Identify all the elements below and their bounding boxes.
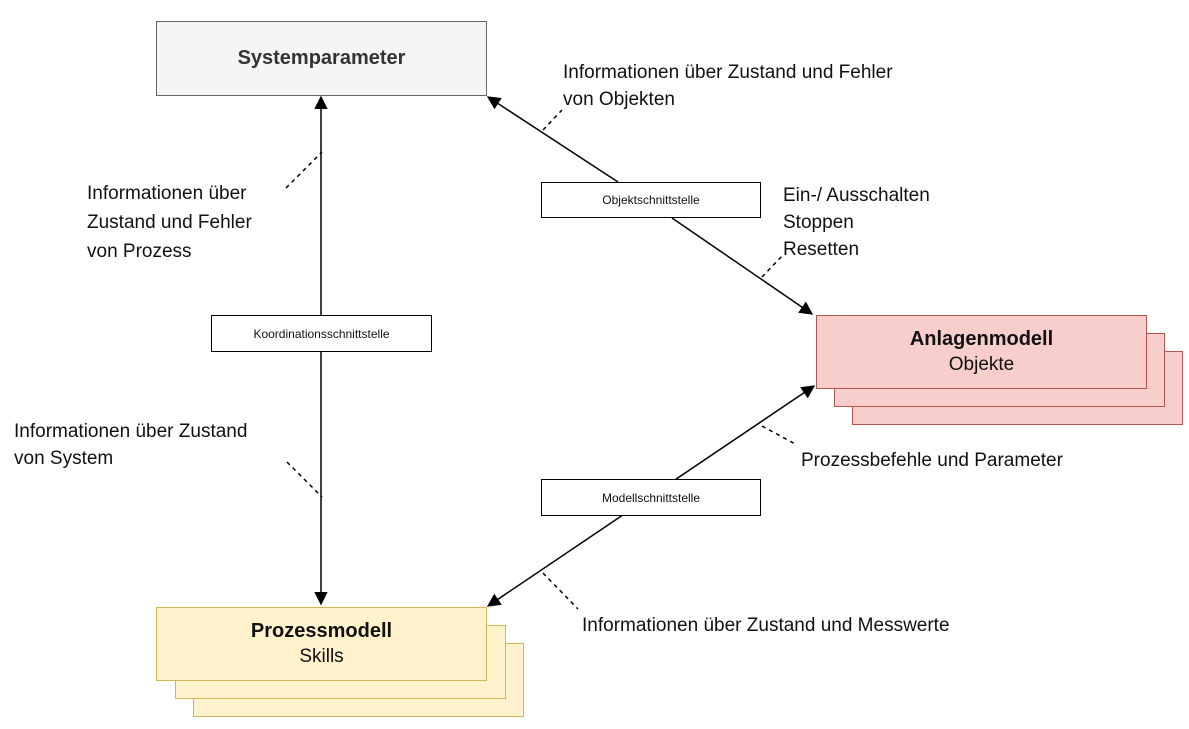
- leader-objekt-info: [542, 109, 563, 131]
- note-commands: Ein-/ Ausschalten Stoppen Resetten: [783, 185, 930, 260]
- leader-prozess-info: [285, 151, 323, 189]
- note-messwerte: Informationen über Zustand und Messwerte: [582, 615, 950, 636]
- systemparameter-box: Systemparameter: [156, 21, 487, 96]
- koordinationsschnittstelle-label: Koordinationsschnittstelle: [211, 315, 432, 352]
- leader-befehle: [761, 425, 798, 446]
- objekt-arrow-down: [671, 217, 814, 315]
- objektschnittstelle-label: Objektschnittstelle: [541, 182, 761, 218]
- note-system-info: Informationen über Zustand von System: [14, 421, 248, 469]
- systemparameter-title: Systemparameter: [237, 47, 406, 69]
- note-prozess-info: Informationen über Zustand und Fehler vo…: [87, 183, 252, 262]
- prozessmodell-box: Prozessmodell Skills: [156, 607, 487, 681]
- leader-system-info: [286, 461, 323, 498]
- prozessmodell-title: Prozessmodell: [250, 620, 393, 642]
- leader-commands: [761, 255, 783, 278]
- anlagenmodell-box: Anlagenmodell Objekte: [816, 315, 1147, 389]
- note-befehle: Prozessbefehle und Parameter: [801, 450, 1063, 471]
- objekt-arrow-up: [486, 96, 619, 183]
- note-objekt-info: Informationen über Zustand und Fehler vo…: [563, 62, 893, 110]
- anlagenmodell-title: Anlagenmodell: [909, 328, 1054, 350]
- leader-messwerte: [542, 572, 579, 610]
- anlagenmodell-subtitle: Objekte: [948, 354, 1015, 375]
- modellschnittstelle-label: Modellschnittstelle: [541, 479, 761, 516]
- prozessmodell-subtitle: Skills: [299, 646, 344, 667]
